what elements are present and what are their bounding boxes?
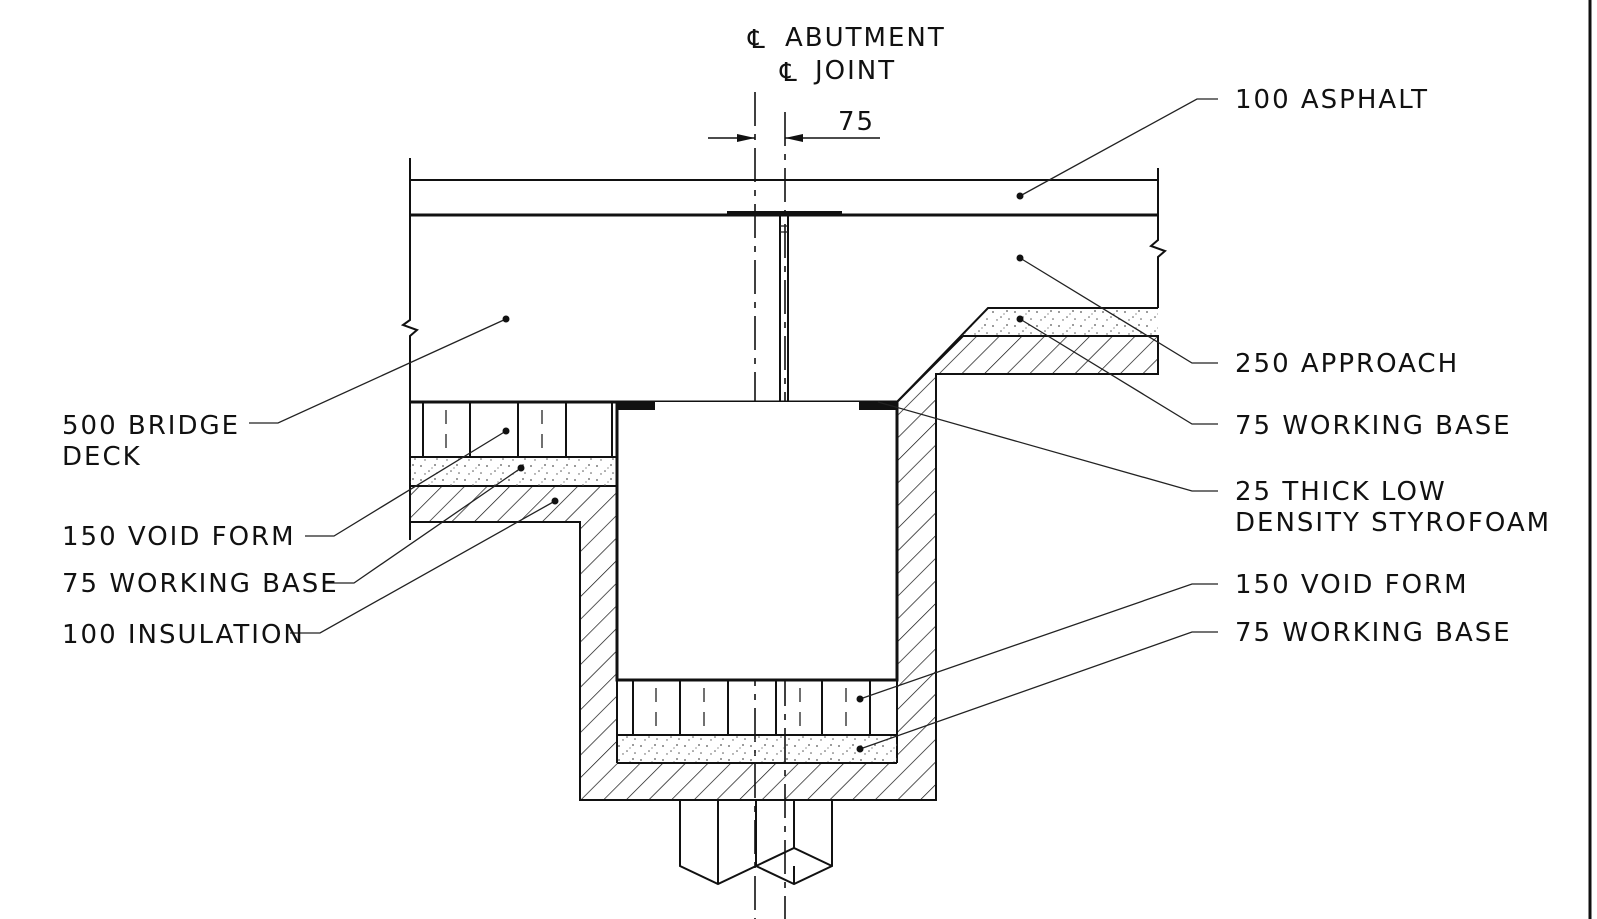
label-bridge-deck-line1: 500 BRIDGE: [62, 411, 240, 441]
cl-abutment-symbol: ℄: [747, 25, 767, 55]
centerline-headings: ℄ ABUTMENT ℄ JOINT: [747, 23, 946, 88]
leaders-right: [856, 98, 1218, 753]
cl-abutment-label: ABUTMENT: [785, 23, 946, 53]
label-asphalt: 100 ASPHALT: [1235, 85, 1429, 115]
styrofoam-pad-right: [859, 402, 897, 410]
approach-slab-outline: [1149, 168, 1167, 308]
label-approach: 250 APPROACH: [1235, 349, 1459, 379]
label-styrofoam-line1: 25 THICK LOW: [1235, 477, 1447, 507]
asphalt-layer: [410, 179, 1158, 217]
label-working-base-top-right: 75 WORKING BASE: [1235, 411, 1512, 441]
bottom-void-form: [616, 679, 898, 736]
bridge-deck-outline: [400, 158, 897, 404]
left-working-base: [410, 456, 617, 486]
left-void-form: [409, 401, 618, 458]
cl-joint-symbol: ℄: [779, 58, 799, 88]
labels-left: 500 BRIDGE DECK 150 VOID FORM 75 WORKING…: [62, 411, 339, 650]
dimension-75: 75: [708, 107, 880, 142]
styrofoam-pad-left: [617, 402, 655, 410]
label-void-form-right: 150 VOID FORM: [1235, 570, 1469, 600]
leaders-left: [249, 315, 559, 634]
joint-seal: [779, 215, 789, 402]
label-styrofoam-line2: DENSITY STYROFOAM: [1235, 508, 1551, 538]
bottom-working-base: [617, 734, 897, 764]
cl-joint-label: JOINT: [813, 56, 896, 86]
labels-right: 100 ASPHALT 250 APPROACH 75 WORKING BASE…: [1235, 85, 1551, 648]
abutment-pit: [617, 402, 897, 680]
label-void-form-left: 150 VOID FORM: [62, 522, 296, 552]
label-working-base-left: 75 WORKING BASE: [62, 569, 339, 599]
dimension-75-label: 75: [838, 107, 875, 137]
label-bridge-deck-line2: DECK: [62, 442, 142, 472]
piles: [679, 800, 833, 886]
label-working-base-bottom-right: 75 WORKING BASE: [1235, 618, 1512, 648]
label-insulation: 100 INSULATION: [62, 620, 305, 650]
